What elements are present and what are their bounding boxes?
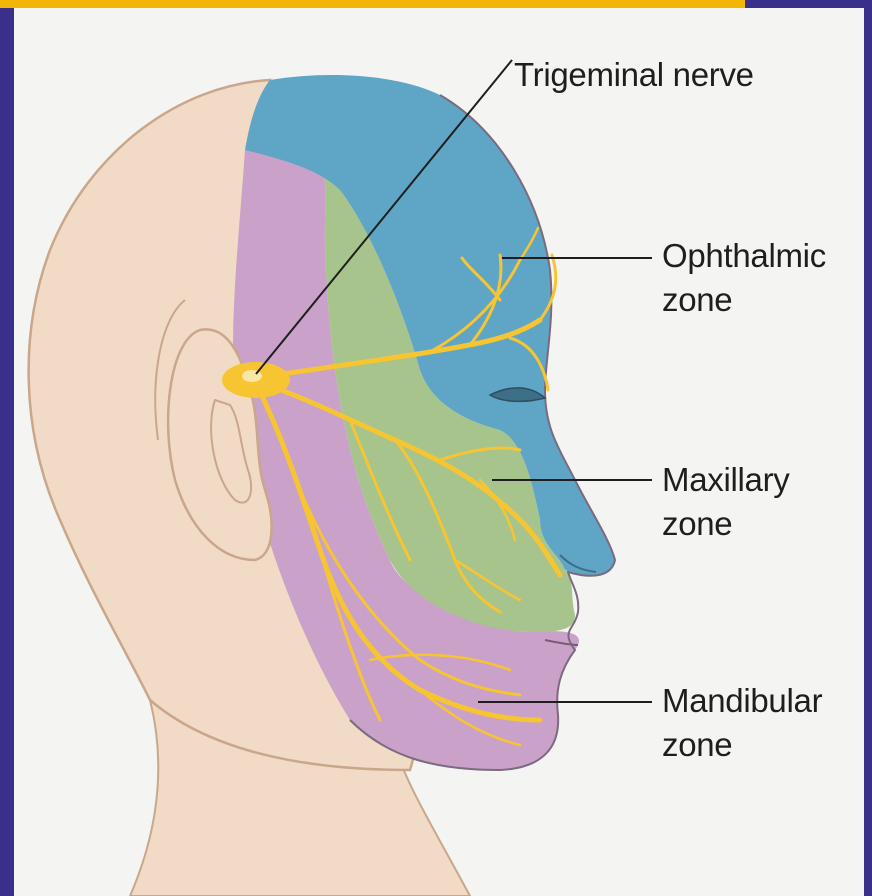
label-mandibular-zone: Mandibular zone — [662, 679, 822, 767]
diagram-canvas: Trigeminal nerve Ophthalmic zone Maxilla… — [14, 8, 864, 896]
label-trigeminal-text: Trigeminal nerve — [514, 53, 754, 97]
label-maxillary-zone: Maxillary zone — [662, 458, 789, 546]
label-maxillary-line2: zone — [662, 502, 789, 546]
label-mandibular-line2: zone — [662, 723, 822, 767]
label-mandibular-line1: Mandibular — [662, 679, 822, 723]
label-ophthalmic-line1: Ophthalmic — [662, 234, 826, 278]
label-trigeminal-nerve: Trigeminal nerve — [514, 53, 754, 97]
accent-bar — [0, 0, 745, 8]
label-ophthalmic-zone: Ophthalmic zone — [662, 234, 826, 322]
label-ophthalmic-line2: zone — [662, 278, 826, 322]
label-maxillary-line1: Maxillary — [662, 458, 789, 502]
